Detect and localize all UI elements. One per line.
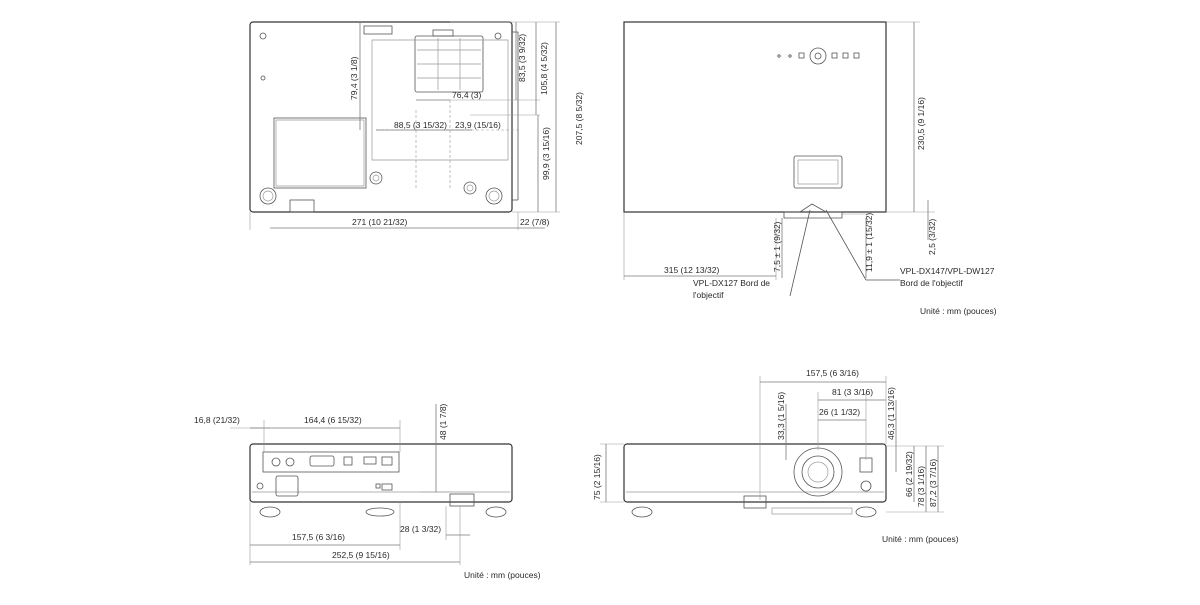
dim-78: 78 (3 1/16) [916,466,926,507]
bottom-view-body [249,21,513,213]
top-view-body [623,21,887,213]
lens [793,447,843,497]
dim-99-9: 99,9 (3 15/16) [541,127,551,180]
dim-157-5-rear: 157,5 (6 3/16) [292,532,345,542]
label-dx127-line2: l'objectif [693,290,724,300]
dim-48: 48 (1 7/8) [438,403,448,440]
top-vent [793,155,843,189]
dim-26: 26 (1 1/32) [819,407,860,417]
dim-315: 315 (12 13/32) [664,265,719,275]
dim-23-9: 23,9 (15/16) [455,120,501,130]
dim-7-5: 7,5 ± 1 (9/32) [772,221,782,272]
dim-79-4: 79,4 (3 1/8) [349,56,359,100]
dim-66: 66 (2 19/32) [904,451,914,497]
dim-28: 28 (1 3/32) [400,524,441,534]
dim-207-5: 207,5 (8 5/32) [574,92,584,145]
label-dx147-line1: VPL-DX147/VPL-DW127 [900,266,995,276]
connector-panel [262,451,400,473]
tilt-foot-front [743,495,767,509]
dim-16-8: 16,8 (21/32) [194,415,240,425]
dim-271: 271 (10 21/32) [352,217,407,227]
unit-label-rear: Unité : mm (pouces) [464,570,541,580]
rear-view: 16,8 (21/32) 164,4 (6 15/32) 48 (1 7/8) … [194,403,541,580]
dim-157-5-front: 157,5 (6 3/16) [806,368,859,378]
dim-87-2: 87,2 (3 7/16) [928,459,938,507]
foot-right [485,187,503,205]
lamp-cover [273,117,367,189]
dim-88-5: 88,5 (3 15/32) [394,120,447,130]
unit-label-front: Unité : mm (pouces) [882,534,959,544]
rear-view-body [249,443,513,503]
front-view-body [623,443,887,503]
dim-252-5: 252,5 (9 15/16) [332,550,390,560]
dim-46-3: 46,3 (1 13/16) [886,387,896,440]
dim-164-4: 164,4 (6 15/32) [304,415,362,425]
top-view: 230,5 (9 1/16) 315 (12 13/32) 7,5 ± 1 (9… [623,21,997,316]
tilt-foot-rear [449,493,475,507]
vent-grille [414,29,484,93]
unit-label-top: Unité : mm (pouces) [920,306,997,316]
sensor-window [859,457,873,473]
dim-2-5: 2,5 (3/32) [927,218,937,255]
dim-76-4: 76,4 (3) [452,90,481,100]
dim-83-5: 83,5 (3 9/32) [517,34,527,82]
lens-edge [783,203,843,219]
dim-11-9: 11,9 ± 1 (15/32) [864,213,874,272]
dim-75: 75 (2 15/16) [592,454,602,500]
dim-22: 22 (7/8) [520,217,549,227]
dim-33-3: 33,3 (1 5/16) [776,392,786,440]
mount-point [369,171,383,185]
control-panel [777,47,860,65]
dim-230-5: 230,5 (9 1/16) [916,97,926,150]
dim-105-8: 105,8 (4 5/32) [539,42,549,95]
front-view: 157,5 (6 3/16) 81 (3 3/16) 26 (1 1/32) 3… [592,368,959,544]
tilt-foot [463,181,477,195]
label-dx147-line2: Bord de l'objectif [900,278,963,288]
ir-receiver [860,480,872,492]
foot-left [259,187,277,205]
power-inlet [275,475,299,497]
label-dx127-line1: VPL-DX127 Bord de [693,278,770,288]
bottom-view: 83,5 (3 9/32) 105,8 (4 5/32) 207,5 (8 5/… [249,21,584,230]
dim-81: 81 (3 3/16) [832,387,873,397]
